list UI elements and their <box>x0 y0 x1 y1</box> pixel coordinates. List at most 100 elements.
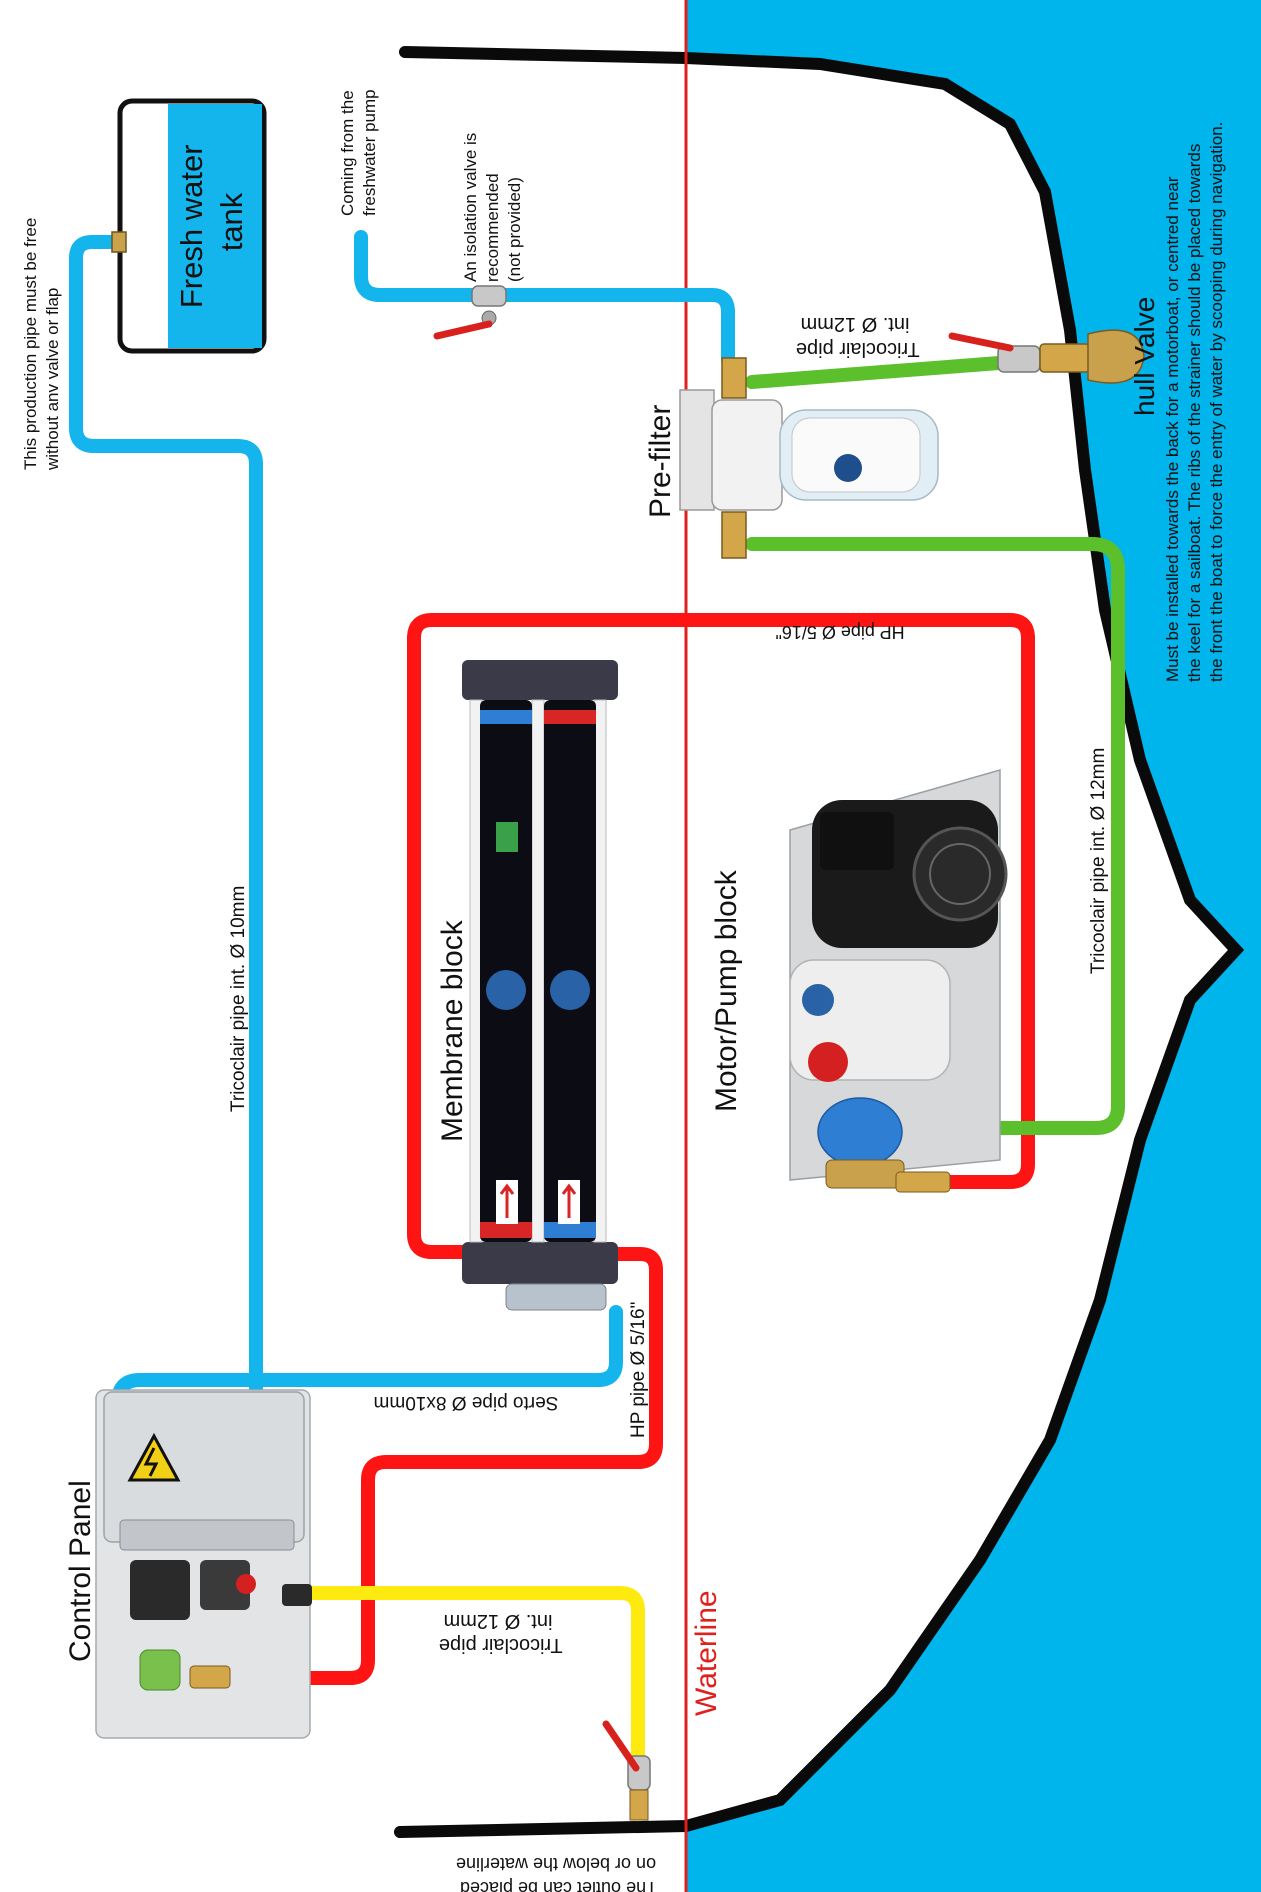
outlet-note-line-2: on or below the waterline <box>456 1854 656 1874</box>
pre-filter <box>679 357 939 559</box>
production-pipe <box>69 235 263 1632</box>
hp-pipe-bottom-label: HP pipe Ø 5/16" <box>628 1302 649 1438</box>
control-panel-valve <box>200 1560 250 1610</box>
sea-and-hull <box>394 0 1261 1892</box>
pump-accumulator <box>817 1097 903 1167</box>
motor-fan-grille <box>929 843 991 905</box>
waterline-label: Waterline <box>690 1590 723 1716</box>
high-voltage-bolt-icon <box>143 1447 159 1477</box>
hull-valve-note-line-2: the keel for a sailboat. The ribs of the… <box>1185 144 1204 682</box>
hull-valve-note: Must be installed towards the back for a… <box>1163 122 1226 682</box>
membrane-flow-arrow-left-glyph <box>499 1183 515 1218</box>
motor-fan-cover <box>912 826 1008 922</box>
outlet-valve <box>602 1720 651 1821</box>
control-panel-outlet-tee <box>282 1584 312 1606</box>
tricoclair-10-label: Tricoclair pipe int. Ø 10mm <box>228 886 249 1112</box>
membrane-bottom-plate <box>462 1242 618 1284</box>
tank-label: Fresh water tank <box>174 136 249 308</box>
intake-pipe-pump <box>745 537 1125 1135</box>
prefilter-fitting-top <box>721 357 747 399</box>
freshwater-source-label: Coming from the freshwater pump <box>338 86 379 216</box>
membrane-band-red <box>544 710 596 724</box>
production-note-line-2: without anv valve or flap <box>43 288 62 471</box>
membrane-band-blue <box>480 710 532 724</box>
membrane-tie-rod-middle <box>531 699 545 1243</box>
control-panel-red-knob <box>236 1574 256 1594</box>
prefilter-logo-icon <box>834 454 862 482</box>
tank-label-line-2: tank <box>214 192 249 251</box>
isolation-valve-handle <box>433 320 493 340</box>
prefilter-fitting-bottom <box>721 511 747 559</box>
control-panel-flowmeter <box>139 1649 181 1691</box>
hp-pipe-top <box>407 613 1035 1259</box>
hull-valve-thru-hull <box>1039 343 1091 373</box>
motor-pump-block-label: Motor/Pump block <box>710 869 743 1112</box>
tank-fitting <box>111 231 127 253</box>
hull-valve <box>948 329 1145 384</box>
membrane-block <box>462 660 618 1311</box>
hull-valve-note-line-1: Must be installed towards the back for a… <box>1163 176 1182 682</box>
pump-logo-icon <box>802 984 834 1016</box>
hull-outline <box>394 46 1245 1838</box>
prefilter-pipe-line-1: Tricoclair pipe <box>796 338 920 360</box>
control-panel-glands <box>119 1519 295 1551</box>
production-note-line-1: This production pipe must be free <box>21 218 40 470</box>
outlet-thru-hull <box>629 1789 649 1821</box>
pump-pressure-fitting <box>895 1171 951 1193</box>
membrane-band-blue-bottom <box>544 1222 596 1238</box>
fresh-water-tank: Fresh water tank <box>111 98 267 354</box>
freshwater-source-line-2: freshwater pump <box>360 89 379 216</box>
prefilter-label: Pre-filter <box>644 405 677 518</box>
isolation-valve-label: An isolation valve is recommended (not p… <box>461 128 524 282</box>
hull-valve-handle <box>948 332 1014 352</box>
tank-label-line-1: Fresh water <box>174 144 209 308</box>
isolation-valve-line-3: (not provided) <box>505 177 524 282</box>
isolation-valve-line-2: recommended <box>483 173 502 282</box>
freshwater-source-line-1: Coming from the <box>338 90 357 216</box>
control-panel-hp-fitting <box>189 1665 231 1689</box>
high-voltage-warning-icon <box>127 1432 181 1482</box>
motor-pump-block <box>789 769 1008 1193</box>
membrane-block-label: Membrane block <box>436 919 469 1142</box>
membrane-band-red-bottom <box>480 1222 532 1238</box>
freshwater-inlet-pipe <box>354 230 735 367</box>
control-panel-label: Control Panel <box>64 1480 97 1662</box>
prefilter-pipe-label: Tricoclair pipe int. Ø 12mm <box>790 313 919 360</box>
prefilter-bracket <box>679 389 715 511</box>
serto-pipe-label: Serto pipe Ø 8x10mm <box>374 1392 559 1413</box>
outlet-note-line-1: The outlet can be placed <box>460 1878 657 1892</box>
hp-pipe-bottom <box>219 1247 663 1685</box>
membrane-sticker <box>496 822 518 852</box>
hull-valve-title: hull Valve <box>1129 297 1160 416</box>
pump-manifold <box>825 1159 905 1189</box>
outlet-note: The outlet can be placed on or below the… <box>455 1854 657 1892</box>
tank-water <box>168 104 262 348</box>
motor-junction-box <box>820 812 894 870</box>
isolation-valve-line-1: An isolation valve is <box>461 133 480 282</box>
hull-valve-note-line-3: the front the boat to force the entry of… <box>1207 122 1226 682</box>
labels: This production pipe must be free withou… <box>21 86 1226 1892</box>
control-panel <box>95 1389 312 1739</box>
isolation-valve-body <box>471 285 507 307</box>
hull-valve-strainer <box>1087 329 1145 384</box>
membrane-top-plate <box>462 660 618 700</box>
pump-red-cap <box>808 1042 848 1082</box>
intake-pipe-hull <box>745 355 1019 389</box>
isolation-valve <box>433 285 507 340</box>
control-panel-solenoid <box>130 1560 190 1620</box>
outlet-valve-handle <box>602 1720 640 1772</box>
tricoclair-12-right-label: Tricoclair pipe int. Ø 12mm <box>1088 748 1109 974</box>
outlet-pipe <box>299 1586 645 1797</box>
prefilter-cartridge <box>791 417 921 493</box>
prefilter-pipe-line-2: int. Ø 12mm <box>801 313 910 335</box>
outlet-pipe-line-1: Tricoclair pipe <box>439 1634 563 1656</box>
membrane-logo-right-icon <box>550 970 590 1010</box>
membrane-flow-arrow-right-glyph <box>561 1183 577 1218</box>
membrane-outlet-fittings <box>505 1283 607 1311</box>
membrane-logo-left-icon <box>486 970 526 1010</box>
hp-pipe-top-label: HP pipe Ø 5/16" <box>775 622 904 642</box>
prefilter-head <box>711 399 783 511</box>
sea-area <box>686 0 1261 1892</box>
outlet-pipe-label: Tricoclair pipe int. Ø 12mm <box>433 1610 562 1656</box>
